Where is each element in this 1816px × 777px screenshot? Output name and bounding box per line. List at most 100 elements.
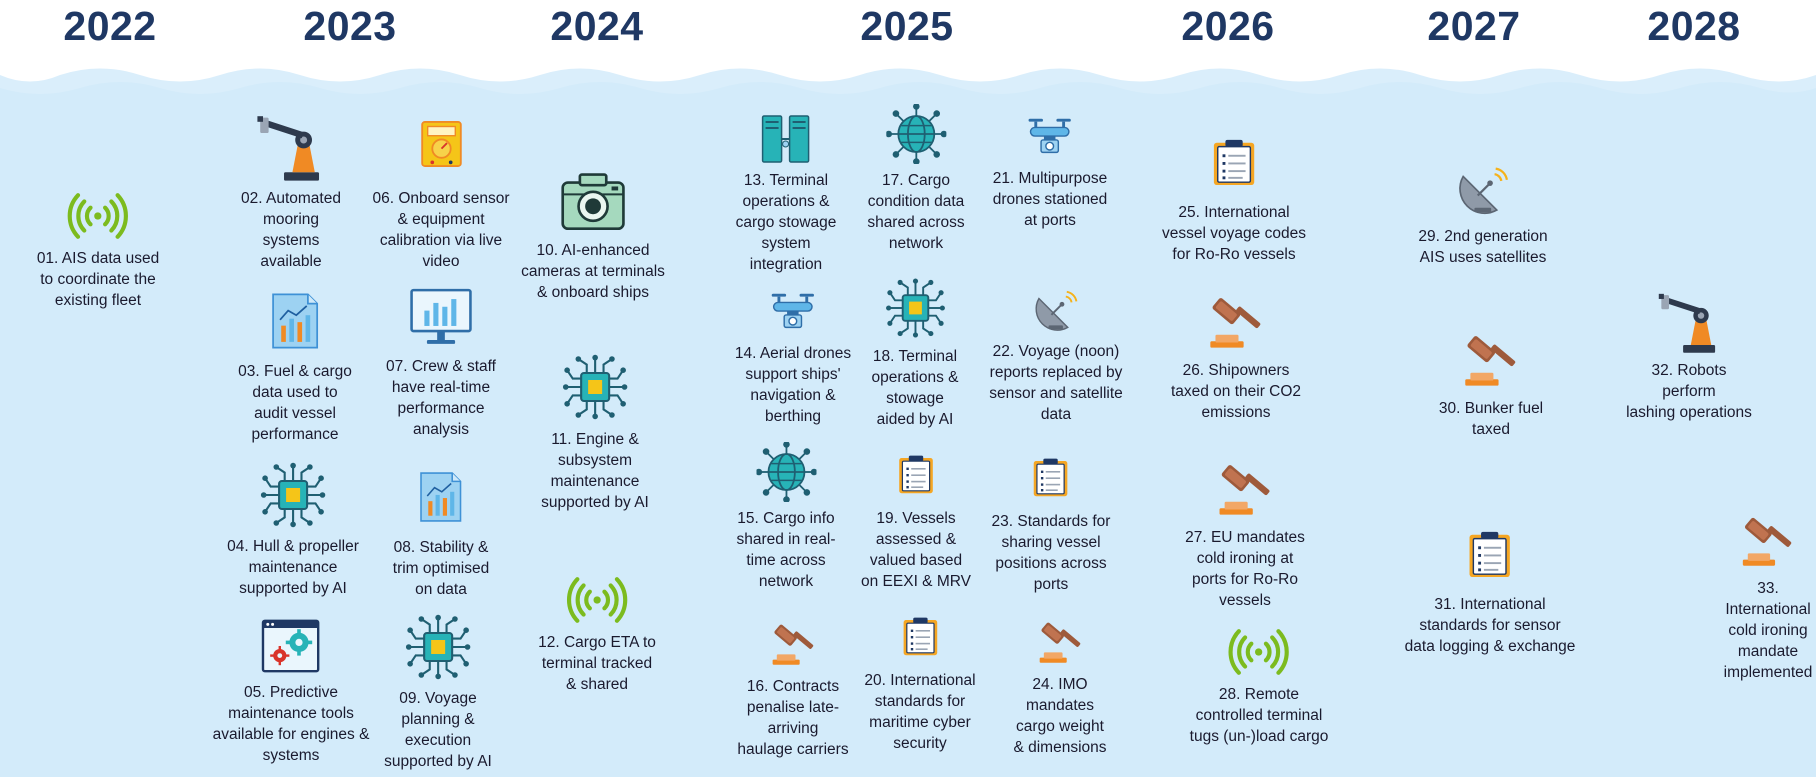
milestone-23: 23. Standards for sharing vessel positio… [991,449,1111,595]
milestone-33: 33. International cold ironing mandate i… [1723,510,1813,683]
year-2022: 2022 [63,3,157,49]
milestone-24: 24. IMO mandates cargo weight & dimensio… [1013,616,1107,758]
milestone-label: 07. Crew & staff have real-time performa… [386,358,496,438]
milestone-label: 02. Automated mooring systems available [241,190,341,270]
milestone-label: 12. Cargo ETA to terminal tracked & shar… [538,634,656,693]
milestone-18: 18. Terminal operations & stowage aided … [871,276,959,430]
multimeter-icon [420,121,462,167]
milestone-07: 07. Crew & staff have real-time performa… [386,284,496,440]
milestone-label: 14. Aerial drones support ships' navigat… [734,345,852,425]
milestone-label: 01. AIS data used to coordinate the exis… [36,250,160,309]
year-2028: 2028 [1647,3,1741,49]
milestone-11: 11. Engine & subsystem maintenance suppo… [541,351,649,513]
milestone-label: 29. 2nd generation AIS uses satellites [1418,228,1548,266]
gavel-icon [772,624,813,665]
milestone-12: 12. Cargo ETA to terminal tracked & shar… [538,574,656,695]
milestone-09: 09. Voyage planning & execution supporte… [384,612,492,772]
milestone-14: 14. Aerial drones support ships' navigat… [735,289,851,427]
globe-network-icon [885,104,946,164]
report-chart-icon [420,472,462,522]
robot-arm-icon [257,116,319,181]
milestone-label: 28. Remote controlled terminal tugs (un-… [1189,686,1329,745]
year-2025: 2025 [860,3,954,49]
milestone-28: 28. Remote controlled terminal tugs (un-… [1189,626,1329,747]
milestone-label: 06. Onboard sensor & equipment calibrati… [372,190,510,270]
milestone-10: 10. AI-enhanced cameras at terminals & o… [521,168,665,303]
robot-arm-icon [1658,293,1715,353]
signal-icon [67,193,129,239]
milestone-label: 13. Terminal operations & cargo stowage … [735,172,837,273]
satellite-dish-icon [1458,167,1508,215]
milestone-06: 06. Onboard sensor & equipment calibrati… [372,106,510,272]
milestone-label: 23. Standards for sharing vessel positio… [991,513,1111,593]
milestone-13: 13. Terminal operations & cargo stowage … [735,114,837,275]
milestone-label: 31. International standards for sensor d… [1404,596,1576,655]
milestone-21: 21. Multipurpose drones stationed at por… [992,114,1108,231]
milestone-label: 30. Bunker fuel taxed [1438,400,1544,438]
globe-network-icon [755,442,816,502]
milestone-label: 09. Voyage planning & execution supporte… [384,690,492,770]
milestone-label: 05. Predictive maintenance tools availab… [212,684,370,764]
milestone-19: 19. Vessels assessed & valued based on E… [861,446,971,592]
ai-chip-icon [562,354,628,420]
milestone-15: 15. Cargo info shared in real- time acro… [736,442,836,592]
year-2027: 2027 [1427,3,1521,49]
milestone-22: 22. Voyage (noon) reports replaced by se… [989,287,1123,425]
milestone-03: 03. Fuel & cargo data used to audit vess… [238,287,352,445]
milestone-16: 16. Contracts penalise late- arriving ha… [737,618,849,760]
milestone-label: 10. AI-enhanced cameras at terminals & o… [521,242,665,301]
milestone-04: 04. Hull & propeller maintenance support… [227,460,359,599]
milestone-label: 20. International standards for maritime… [864,672,976,752]
milestone-32: 32. Robots perform lashing operations [1626,290,1753,423]
year-2026: 2026 [1181,3,1275,49]
milestone-02: 02. Automated mooring systems available [241,112,341,272]
ai-chip-icon [885,278,945,338]
clipboard-icon [903,617,937,656]
satellite-dish-icon [1035,290,1078,331]
milestone-30: 30. Bunker fuel taxed [1439,328,1543,440]
milestone-label: 22. Voyage (noon) reports replaced by se… [989,343,1123,423]
milestone-29: 29. 2nd generation AIS uses satellites [1418,162,1548,268]
milestone-label: 21. Multipurpose drones stationed at por… [992,170,1108,229]
gavel-icon [1210,298,1261,348]
milestone-27: 27. EU mandates cold ironing at ports fo… [1185,457,1305,611]
gavel-icon [1465,336,1516,386]
milestone-01: 01. AIS data used to coordinate the exis… [37,190,159,311]
milestone-08: 08. Stability & trim optimised on data [393,463,489,600]
gears-window-icon [262,619,320,673]
camera-icon [561,173,625,231]
signal-icon [1228,629,1290,675]
drone-icon [771,293,815,329]
clipboard-icon [1469,531,1511,578]
milestone-label: 27. EU mandates cold ironing at ports fo… [1185,529,1305,609]
monitor-chart-icon [410,288,472,344]
gavel-icon [1743,517,1792,566]
ai-chip-icon [405,614,471,680]
gavel-icon [1219,465,1270,515]
milestone-label: 15. Cargo info shared in real- time acro… [736,510,836,590]
milestone-label: 18. Terminal operations & stowage aided … [871,348,959,428]
milestone-label: 32. Robots perform lashing operations [1626,362,1752,421]
milestone-label: 25. International vessel voyage codes fo… [1162,204,1306,263]
clipboard-icon [1213,139,1255,186]
gavel-icon [1039,622,1080,663]
milestone-20: 20. International standards for maritime… [864,608,976,754]
milestone-label: 19. Vessels assessed & valued based on E… [861,510,971,590]
milestone-label: 33. International cold ironing mandate i… [1723,580,1813,681]
milestone-17: 17. Cargo condition data shared across n… [867,104,965,254]
milestone-26: 26. Shipowners taxed on their CO2 emissi… [1171,290,1301,423]
clipboard-icon [899,455,933,494]
milestone-25: 25. International vessel voyage codes fo… [1162,128,1306,265]
milestone-05: 05. Predictive maintenance tools availab… [212,616,370,766]
milestone-label: 26. Shipowners taxed on their CO2 emissi… [1170,362,1302,421]
ai-chip-icon [260,462,326,528]
milestone-label: 03. Fuel & cargo data used to audit vess… [238,363,352,443]
clipboard-icon [1034,458,1068,497]
servers-icon [762,115,810,163]
drone-icon [1028,118,1072,154]
signal-icon [566,577,628,623]
milestone-label: 16. Contracts penalise late- arriving ha… [737,678,849,758]
milestone-label: 04. Hull & propeller maintenance support… [227,538,359,597]
